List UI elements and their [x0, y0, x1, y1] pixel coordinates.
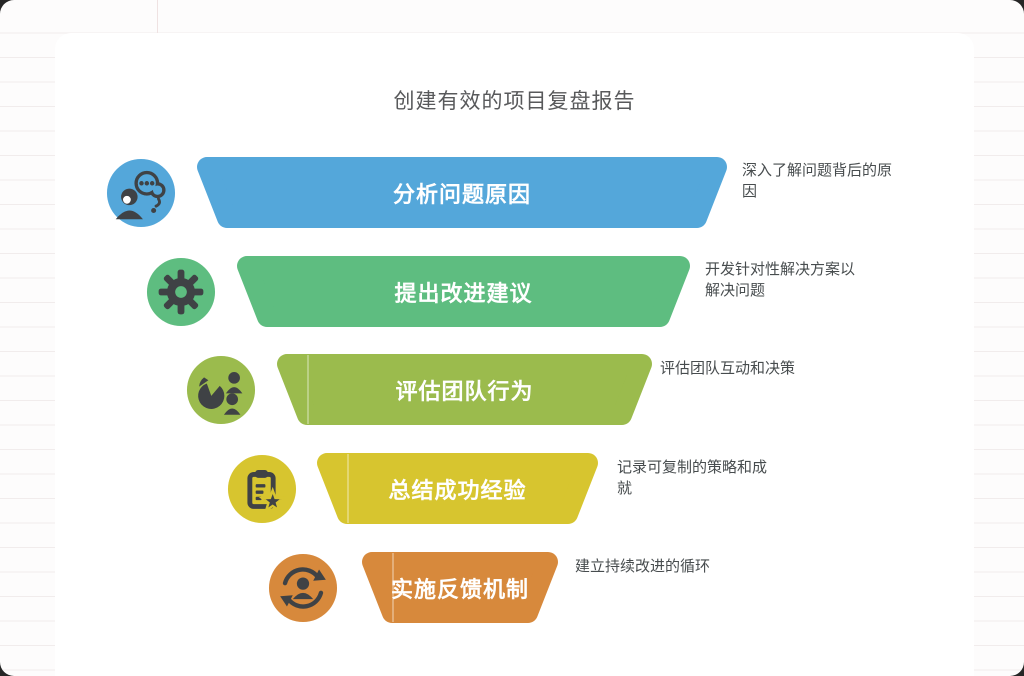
stage-label: 分析问题原因 — [392, 181, 531, 207]
bar-seam — [307, 355, 309, 424]
person-refresh-icon — [268, 553, 338, 623]
funnel-bar: 总结成功经验 — [317, 453, 598, 524]
person-thinking-icon — [106, 158, 176, 228]
stage-description: 建立持续改进的循环 — [575, 558, 711, 575]
stage-description: 开发针对性解决方案以解决问题 — [705, 261, 856, 299]
stage-description: 评估团队互动和决策 — [660, 360, 796, 377]
stage-label: 总结成功经验 — [388, 477, 527, 503]
funnel-bar: 实施反馈机制 — [362, 552, 558, 623]
stage-label: 实施反馈机制 — [390, 576, 529, 602]
stage-label: 提出改进建议 — [394, 280, 533, 306]
bar-seam — [347, 454, 349, 523]
funnel-bar: 评估团队行为 — [277, 354, 652, 425]
clipboard-star-icon — [227, 454, 297, 524]
gear-icon — [146, 257, 216, 327]
stage-description: 深入了解问题背后的原因 — [742, 162, 893, 200]
background-grid-line — [157, 0, 158, 34]
bar-seam — [392, 553, 394, 622]
stage-description: 记录可复制的策略和成就 — [617, 459, 768, 497]
funnel-bar: 分析问题原因 — [197, 157, 727, 228]
stage-label: 评估团队行为 — [395, 378, 534, 404]
funnel-bar: 提出改进建议 — [237, 256, 690, 327]
pie-chart-people-icon — [186, 355, 256, 425]
page-title: 创建有效的项目复盘报告 — [393, 90, 636, 113]
